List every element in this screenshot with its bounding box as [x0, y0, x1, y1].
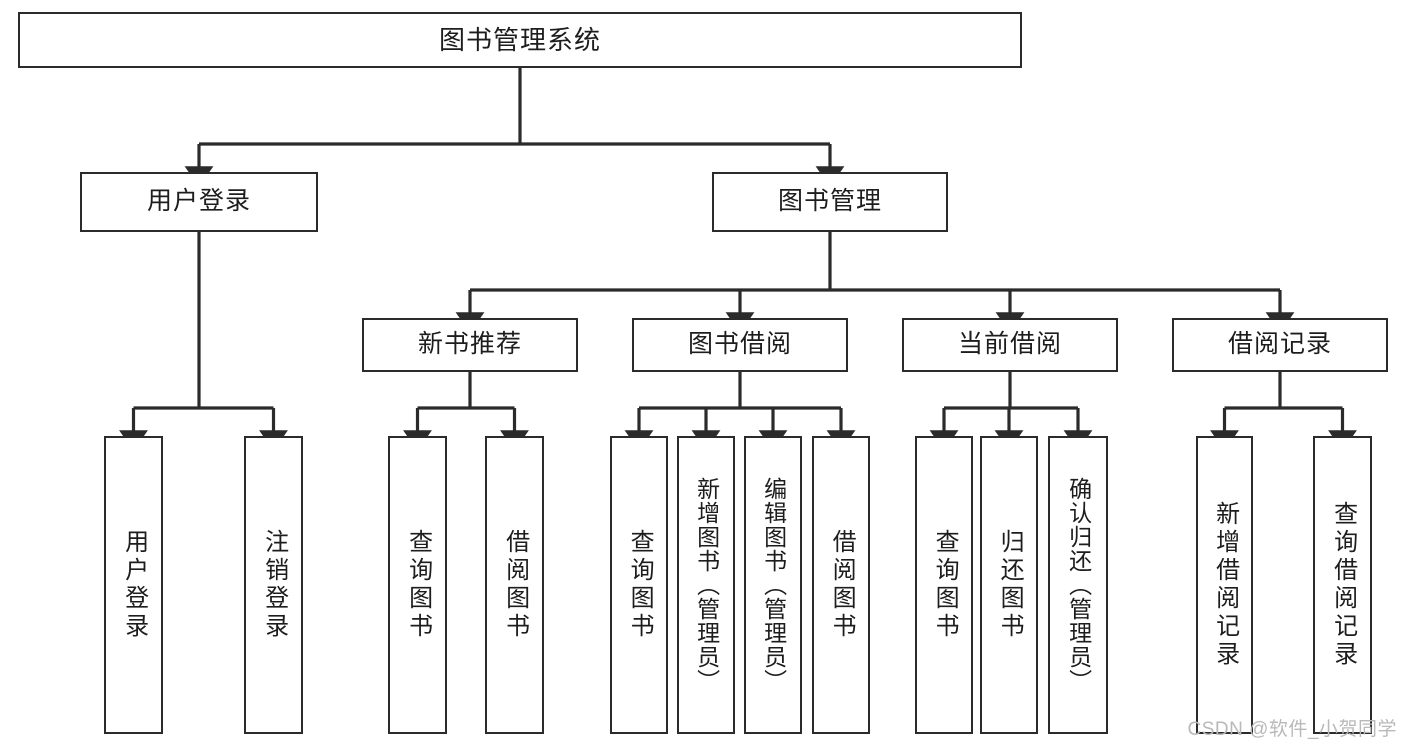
node-leaf-query-book-1[interactable]: 查询图书	[388, 436, 447, 734]
node-leaf-edit-book-admin[interactable]: 编辑图书（管理员）	[744, 436, 802, 734]
node-leaf-confirm-return-admin[interactable]: 确认归还（管理员）	[1048, 436, 1108, 734]
node-leaf-logout-login[interactable]: 注销登录	[244, 436, 303, 734]
node-book-manage[interactable]: 图书管理	[712, 172, 948, 232]
node-leaf-user-login[interactable]: 用户登录	[104, 436, 163, 734]
node-leaf-borrow-book-1[interactable]: 借阅图书	[485, 436, 544, 734]
node-user-login[interactable]: 用户登录	[80, 172, 318, 232]
node-leaf-query-book-3[interactable]: 查询图书	[915, 436, 973, 734]
node-current-borrow[interactable]: 当前借阅	[902, 318, 1118, 372]
node-new-book-recommend[interactable]: 新书推荐	[362, 318, 578, 372]
node-leaf-add-borrow-record[interactable]: 新增借阅记录	[1196, 436, 1253, 734]
node-leaf-query-borrow-record[interactable]: 查询借阅记录	[1313, 436, 1372, 734]
node-borrow-record[interactable]: 借阅记录	[1172, 318, 1388, 372]
watermark-label: CSDN @软件_小贺同学	[1187, 719, 1397, 740]
node-book-borrow[interactable]: 图书借阅	[632, 318, 848, 372]
node-leaf-return-book[interactable]: 归还图书	[980, 436, 1038, 734]
node-leaf-add-book-admin[interactable]: 新增图书（管理员）	[677, 436, 735, 734]
node-root-title[interactable]: 图书管理系统	[18, 12, 1022, 68]
node-leaf-query-book-2[interactable]: 查询图书	[610, 436, 668, 734]
node-leaf-borrow-book-2[interactable]: 借阅图书	[812, 436, 870, 734]
